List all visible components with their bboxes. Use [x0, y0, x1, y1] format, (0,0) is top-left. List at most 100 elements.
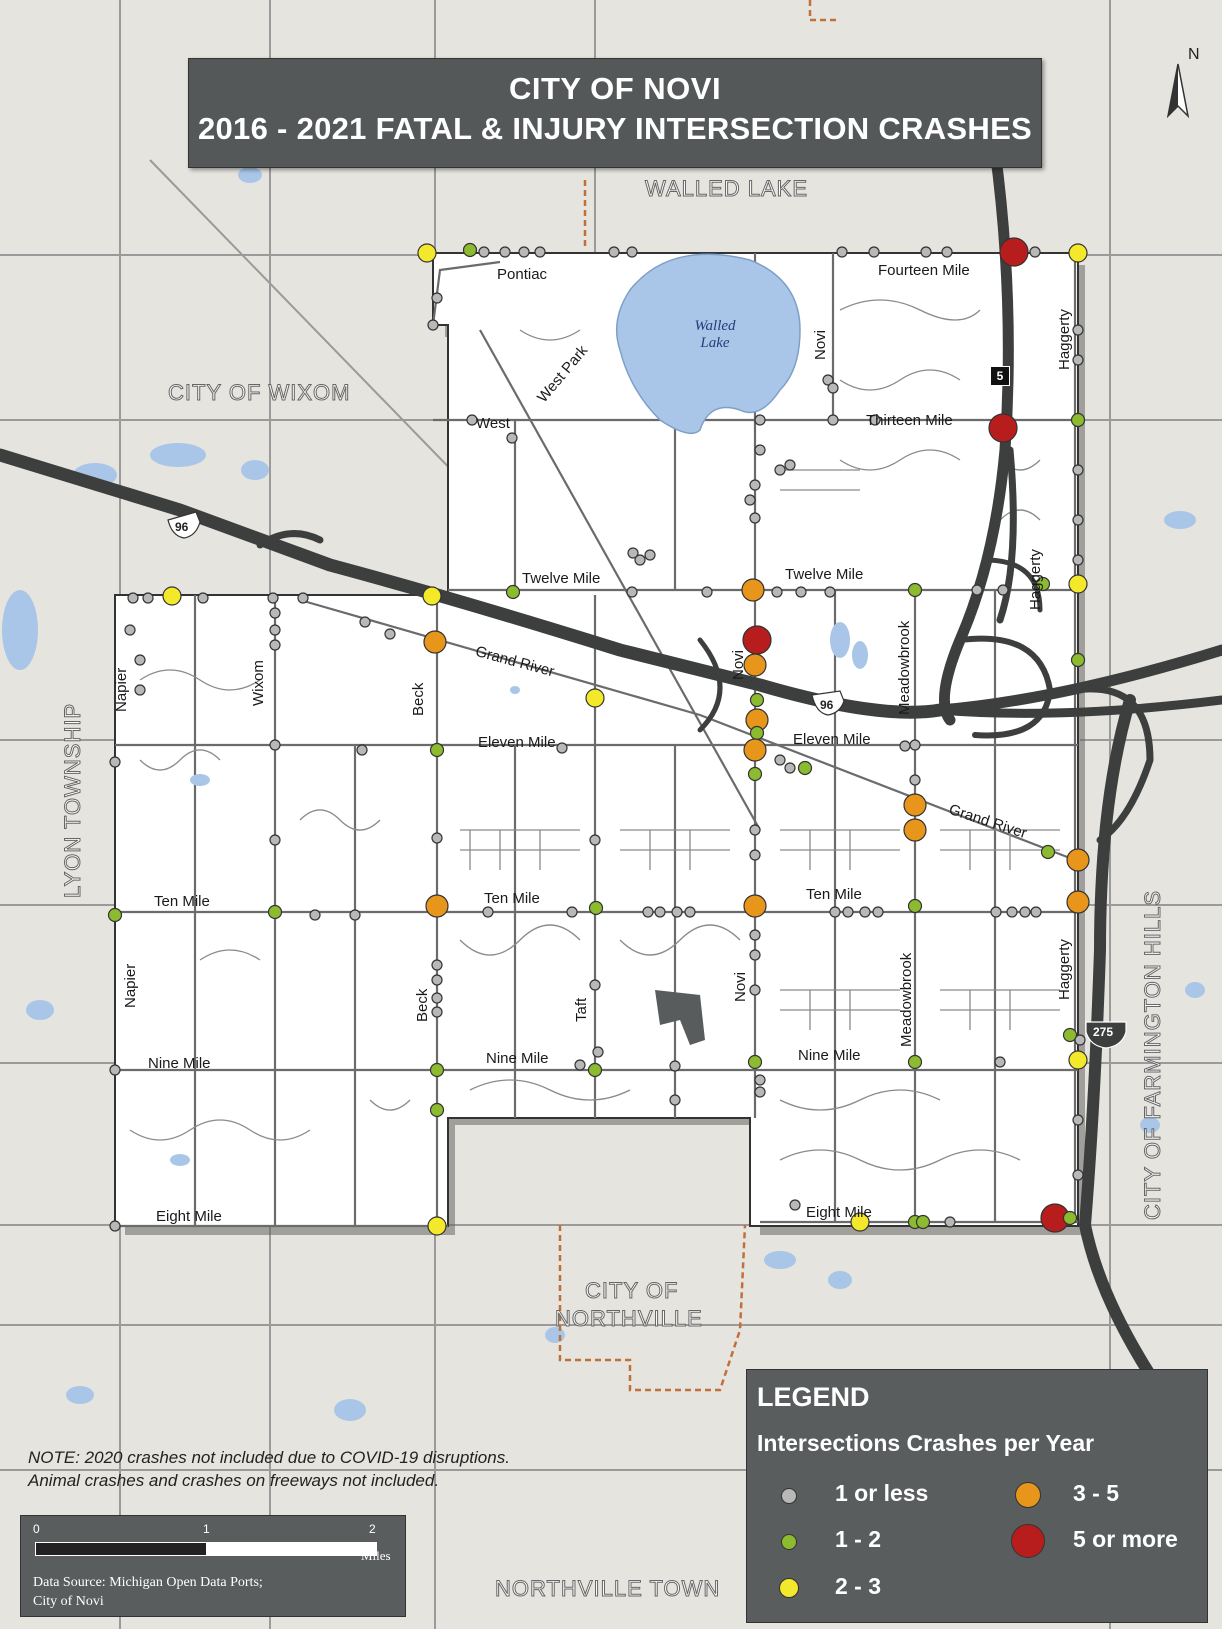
crash-marker-low-77	[356, 744, 368, 756]
crash-marker-low-7	[626, 246, 638, 258]
crash-marker-low-11	[941, 246, 953, 258]
legend: LEGEND Intersections Crashes per Year 1 …	[746, 1369, 1208, 1623]
crash-marker-1-2-110	[907, 898, 923, 914]
crash-marker-low-101	[642, 906, 654, 918]
crash-marker-low-125	[749, 949, 761, 961]
crash-marker-3-5-91	[1066, 848, 1090, 872]
crash-marker-low-19	[754, 414, 766, 426]
crash-marker-low-79	[556, 742, 568, 754]
road-novi-north: Novi	[812, 329, 829, 360]
crash-marker-low-31	[784, 459, 796, 471]
crash-marker-5-plus-68	[742, 625, 772, 655]
road-napier-north: Napier	[113, 667, 130, 712]
crash-marker-3-5-88	[903, 793, 927, 817]
crash-marker-2-3-14	[1068, 243, 1088, 263]
crash-marker-low-62	[269, 607, 281, 619]
road-twelve-mile-west: Twelve Mile	[522, 570, 601, 587]
crash-marker-low-64	[269, 639, 281, 651]
scale-tick-0: 0	[33, 1522, 40, 1536]
scale-unit: Miles	[361, 1548, 391, 1563]
crash-marker-3-5-67	[423, 630, 447, 654]
road-eleven-mile-east: Eleven Mile	[793, 731, 871, 748]
crash-marker-low-34	[1072, 464, 1084, 476]
crash-marker-low-126	[749, 984, 761, 996]
road-haggerty-north: Haggerty	[1056, 309, 1073, 370]
crash-marker-low-5	[534, 246, 546, 258]
crash-marker-low-132	[592, 1046, 604, 1058]
crash-marker-low-51	[771, 586, 783, 598]
crash-marker-low-108	[859, 906, 871, 918]
crash-marker-1-2-23	[1070, 412, 1086, 428]
crash-marker-low-28	[749, 512, 761, 524]
crash-marker-low-20	[827, 414, 839, 426]
i275-shield-label: 275	[1093, 1025, 1114, 1039]
crash-marker-low-144	[1072, 1114, 1084, 1126]
crash-marker-1-2-73	[749, 725, 765, 741]
crash-marker-low-143	[669, 1094, 681, 1106]
road-fourteen-mile: Fourteen Mile	[878, 262, 970, 279]
crash-marker-2-3-0	[417, 243, 437, 263]
crash-marker-low-59	[124, 624, 136, 636]
crash-marker-low-35	[1072, 514, 1084, 526]
i96-shield-west	[167, 511, 201, 539]
north-arrow-icon	[1166, 63, 1190, 119]
crash-marker-2-3-139	[1068, 1050, 1088, 1070]
crash-marker-1-2-142	[429, 1102, 445, 1118]
crash-marker-low-38	[634, 554, 646, 566]
crash-marker-low-65	[359, 616, 371, 628]
crash-marker-low-8	[836, 246, 848, 258]
road-ten-mile-west: Ten Mile	[154, 893, 210, 910]
crash-marker-low-37	[627, 547, 639, 559]
crash-marker-low-60	[134, 654, 146, 666]
crash-marker-3-5-89	[903, 818, 927, 842]
crash-marker-low-141	[1074, 1034, 1086, 1046]
crash-marker-low-111	[990, 906, 1002, 918]
legend-dot-1-or-less	[781, 1488, 797, 1504]
crash-marker-low-148	[789, 1199, 801, 1211]
crash-marker-low-102	[654, 906, 666, 918]
crash-marker-low-103	[671, 906, 683, 918]
crash-marker-low-16	[427, 319, 439, 331]
road-taft: Taft	[573, 997, 590, 1022]
crash-marker-low-120	[431, 959, 443, 971]
road-beck-south: Beck	[414, 988, 431, 1022]
crash-marker-low-18	[506, 432, 518, 444]
crash-marker-low-17	[466, 414, 478, 426]
place-northville-1: CITY OF	[584, 1278, 679, 1304]
crash-marker-low-75	[109, 756, 121, 768]
crash-marker-low-32	[1072, 354, 1084, 366]
road-haggerty-south: Haggerty	[1056, 939, 1073, 1000]
legend-label-1-2: 1 - 2	[835, 1526, 882, 1552]
crash-marker-low-49	[701, 586, 713, 598]
crash-marker-low-24	[822, 374, 834, 386]
crash-marker-low-76	[269, 739, 281, 751]
i96-shield-west-label: 96	[175, 520, 189, 534]
crash-marker-low-98	[482, 906, 494, 918]
crash-marker-3-5-97	[425, 894, 449, 918]
crash-marker-low-30	[774, 464, 786, 476]
legend-label-2-3: 2 - 3	[835, 1573, 882, 1599]
crash-marker-2-3-46	[422, 586, 442, 606]
crash-marker-low-61	[134, 684, 146, 696]
scale-tick-1: 1	[203, 1522, 210, 1536]
map-title-box: CITY OF NOVI 2016 - 2021 FATAL & INJURY …	[188, 58, 1042, 168]
title-line-1: CITY OF NOVI	[508, 71, 722, 106]
road-eight-mile-west: Eight Mile	[156, 1208, 222, 1225]
crash-marker-low-4	[518, 246, 530, 258]
crash-marker-low-26	[754, 444, 766, 456]
crash-marker-low-43	[197, 592, 209, 604]
road-eleven-mile-west: Eleven Mile	[478, 734, 556, 751]
crash-marker-low-152	[944, 1216, 956, 1228]
crash-marker-1-2-90	[1040, 844, 1056, 860]
crash-marker-low-3	[499, 246, 511, 258]
lake-label-2: Lake	[700, 335, 730, 351]
road-ten-mile-east: Ten Mile	[806, 886, 862, 903]
i275-shield	[1085, 1021, 1127, 1049]
scale-tick-2: 2	[369, 1522, 376, 1536]
crash-marker-1-2-129	[429, 1062, 445, 1078]
crash-marker-low-21	[869, 414, 881, 426]
crash-marker-low-104	[684, 906, 696, 918]
crash-marker-2-3-42	[162, 586, 182, 606]
crash-marker-1-2-93	[107, 907, 123, 923]
crash-marker-1-2-154	[1062, 1210, 1078, 1226]
